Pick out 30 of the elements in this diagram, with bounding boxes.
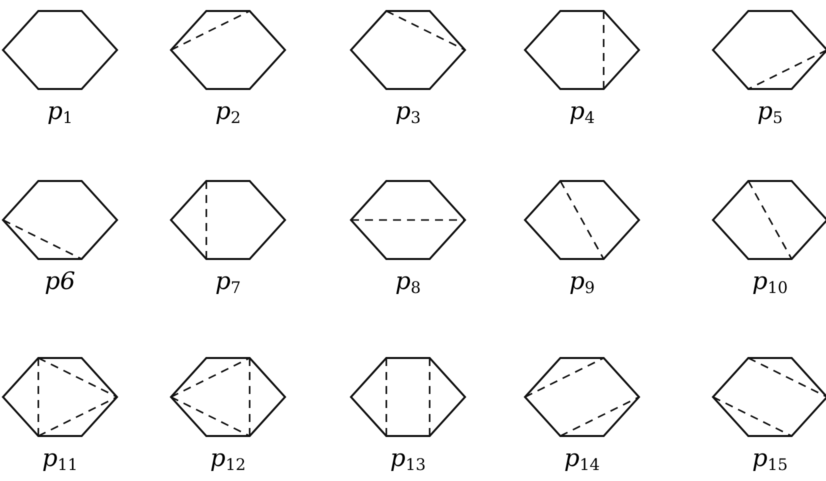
hexagon-drawing xyxy=(169,356,287,438)
polygon-label: p$_{4}$ xyxy=(569,97,595,125)
hexagon-drawing xyxy=(711,9,826,91)
hexagon-drawing xyxy=(523,9,641,91)
polygon-label: p$_{13}$ xyxy=(390,444,426,472)
hexagon-drawing xyxy=(1,179,119,261)
polygon-label: p$_{9}$ xyxy=(569,267,595,295)
hexagon-drawing xyxy=(711,356,826,438)
polygon-label: p$_{5}$ xyxy=(757,97,783,125)
hexagon-drawing xyxy=(711,179,826,261)
hexagon-drawing xyxy=(169,179,287,261)
hexagon-drawing xyxy=(523,356,641,438)
polygon-label: p$_{14}$ xyxy=(564,444,600,472)
hexagon-drawing xyxy=(523,179,641,261)
polygon-label: p$_{1}$ xyxy=(47,97,73,125)
polygon-label: p$_{8}$ xyxy=(395,267,421,295)
polygon-label: p$_{3}$ xyxy=(395,97,421,125)
polygon-label: p$_{7}$ xyxy=(215,267,241,295)
hexagon-drawing xyxy=(1,9,119,91)
hexagon-drawing xyxy=(349,179,467,261)
polygon-label: p$_{11}$ xyxy=(42,444,78,472)
polygon-label: p$_{12}$ xyxy=(210,444,246,472)
polygon-label: p6 xyxy=(44,267,76,295)
hexagon-drawing xyxy=(1,356,119,438)
polygon-label: p$_{10}$ xyxy=(752,267,788,295)
hexagon-drawing xyxy=(169,9,287,91)
hexagon-drawing xyxy=(349,9,467,91)
polygon-label: p$_{2}$ xyxy=(215,97,241,125)
polygon-label: p$_{15}$ xyxy=(752,444,788,472)
hexagon-drawing xyxy=(349,356,467,438)
